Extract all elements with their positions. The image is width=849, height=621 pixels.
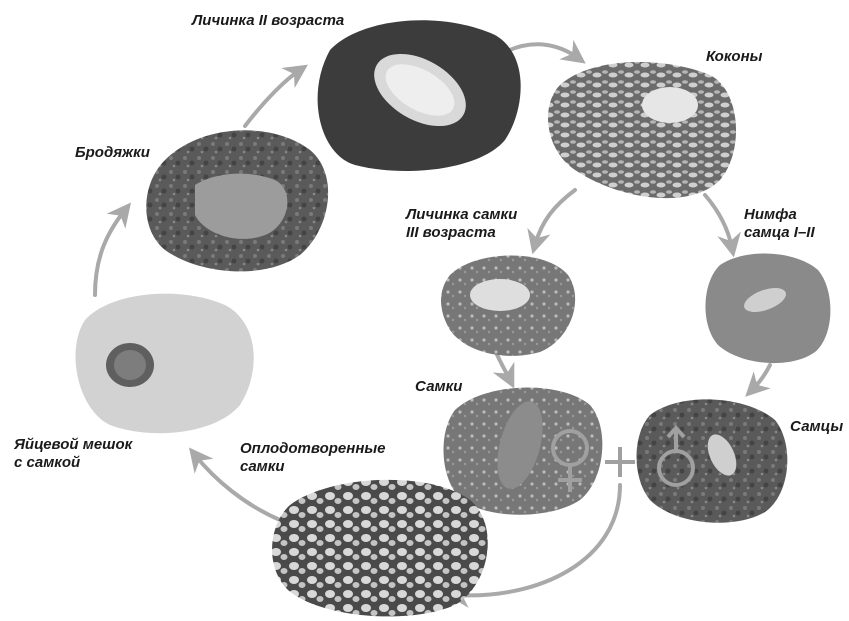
label-fertilized-line1: Оплодотворенные	[240, 440, 386, 458]
plus-symbol-icon	[605, 447, 635, 477]
label-female-larva3-line2: III возраста	[406, 224, 517, 242]
label-fertilized: Оплодотворенные самки	[240, 440, 386, 476]
label-egg-sac-line2: с самкой	[14, 454, 132, 472]
arrow-male-nymph-to-males	[752, 365, 770, 390]
arrow-larva2-to-cocoons	[505, 44, 578, 58]
photo-larva2	[318, 20, 521, 171]
label-females: Самки	[415, 378, 462, 396]
label-male-nymph-line1: Нимфа	[744, 206, 815, 224]
photo-male-nymph	[705, 254, 830, 364]
photo-cocoons	[548, 62, 736, 198]
label-female-larva3-line1: Личинка самки	[406, 206, 517, 224]
photo-fertilized-females	[272, 480, 488, 617]
arrow-cocoons-to-female-larva	[535, 190, 575, 245]
label-crawlers: Бродяжки	[75, 144, 150, 162]
label-larva2: Личинка II возраста	[192, 12, 344, 30]
arrow-cocoons-to-male-nymph	[705, 195, 732, 248]
arrow-crawlers-to-larva2	[245, 70, 300, 126]
label-cocoons: Коконы	[706, 48, 762, 66]
photo-female-larva3	[441, 255, 575, 355]
photo-crawlers	[146, 130, 328, 271]
photo-egg-sac	[75, 294, 253, 434]
label-fertilized-line2: самки	[240, 458, 386, 476]
label-egg-sac: Яйцевой мешок с самкой	[14, 436, 132, 472]
arrow-egg-sac-to-crawlers	[95, 210, 125, 295]
label-egg-sac-line1: Яйцевой мешок	[14, 436, 132, 454]
label-males: Самцы	[790, 418, 843, 436]
label-female-larva3: Личинка самки III возраста	[406, 206, 517, 242]
label-male-nymph-line2: самца I–II	[744, 224, 815, 242]
label-male-nymph: Нимфа самца I–II	[744, 206, 815, 242]
photo-females	[444, 388, 603, 515]
